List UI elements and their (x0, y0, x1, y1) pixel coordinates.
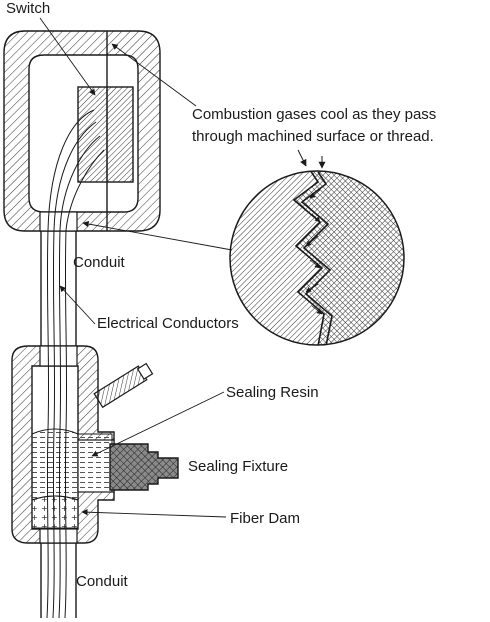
sealing-resin-label: Sealing Resin (226, 384, 319, 401)
electrical-conductors (46, 109, 105, 619)
fiber-dam-fill (31, 495, 79, 529)
magnifier-leader (82, 220, 233, 251)
sealing-resin-fill (31, 428, 113, 501)
conduit-lower (40, 543, 77, 618)
fitting-entry-bore (39, 345, 78, 367)
conduit-upper (40, 231, 77, 346)
conduit-lower-label: Conduit (76, 573, 128, 590)
conduit-upper-label: Conduit (73, 254, 125, 271)
switch-label: Switch (6, 0, 51, 17)
fiber-dam-leader (81, 509, 227, 518)
sealing-fixture-plug (109, 443, 179, 491)
fill-plug (93, 362, 154, 409)
combustion-caption-line-2: through machined surface or thread. (192, 128, 434, 145)
electrical-conductors-label: Electrical Conductors (97, 315, 239, 332)
conduit-entry-bore (39, 211, 78, 232)
combustion-caption-line-1: Combustion gases cool as they pass (192, 106, 437, 123)
resin-leader (91, 391, 225, 457)
leader-lines (39, 17, 233, 518)
thread-detail-magnifier (229, 149, 405, 346)
combustion-gases-caption: Combustion gases cool as they pass throu… (192, 104, 436, 148)
switch-leader (39, 17, 96, 96)
fiber-dam-label: Fiber Dam (230, 510, 301, 527)
conductors-leader (59, 285, 96, 325)
switch-body (77, 86, 134, 183)
combustion-leader (111, 43, 197, 107)
fitting-exit-bore (39, 528, 78, 544)
sealing-fixture-label: Sealing Fixture (188, 458, 289, 475)
